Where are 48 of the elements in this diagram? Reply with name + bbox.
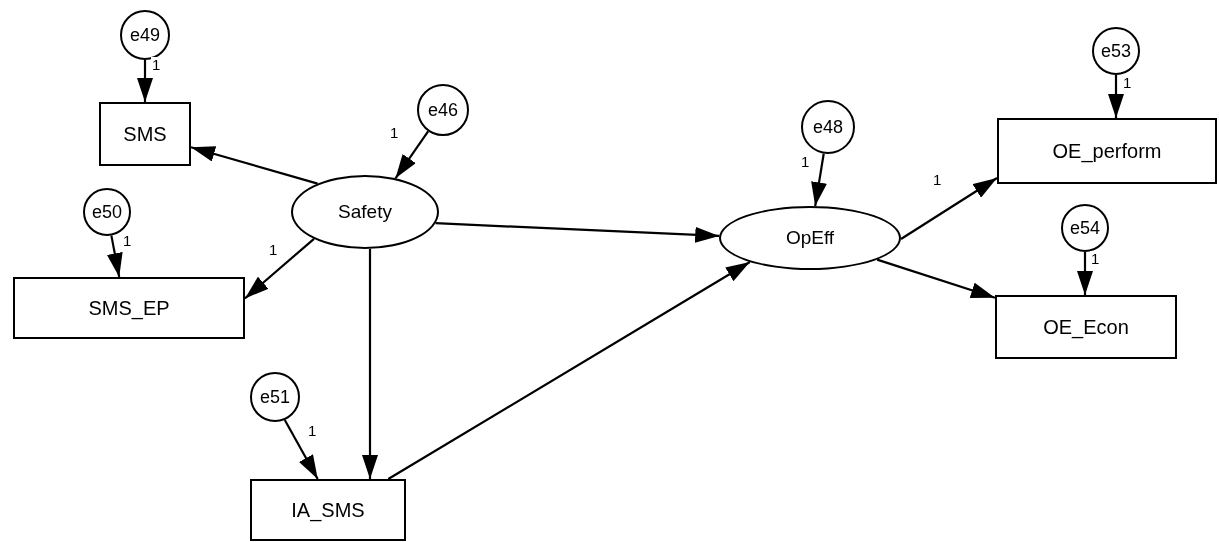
path-arrow — [1077, 252, 1093, 295]
path-arrow — [283, 419, 319, 480]
variable-name: e54 — [1069, 217, 1100, 239]
variable-name: IA_SMS — [291, 498, 365, 522]
path-arrow — [387, 261, 751, 480]
variable-name: Safety — [338, 201, 392, 223]
variable-name: SMS_EP — [88, 296, 170, 320]
variable-name: e49 — [129, 24, 160, 46]
variable-name: e46 — [427, 99, 458, 121]
edge-label: 1 — [122, 233, 133, 248]
path-arrow — [190, 146, 318, 185]
variable-name: SMS — [123, 122, 167, 146]
edge-label: 1 — [800, 154, 811, 169]
error-term-circle — [120, 10, 170, 60]
variable-name: e51 — [259, 386, 290, 408]
error-term-circle — [250, 372, 300, 422]
variable-name: e50 — [91, 201, 122, 223]
edge-label: 1 — [307, 423, 318, 438]
edge-label: 1 — [389, 125, 400, 140]
observed-variable-box — [995, 295, 1177, 359]
variable-name: OE_Econ — [1043, 315, 1129, 339]
error-term-circle — [1092, 27, 1140, 75]
edge-label: 1 — [268, 242, 279, 257]
variable-name: e48 — [812, 116, 843, 138]
error-term-circle — [1061, 204, 1109, 252]
edge-label: 1 — [151, 57, 162, 72]
observed-variable-box — [250, 479, 406, 541]
observed-variable-box — [997, 118, 1217, 184]
error-term-circle — [417, 84, 469, 136]
error-term-circle — [83, 188, 131, 236]
path-arrow — [106, 235, 123, 278]
path-arrow — [435, 222, 720, 243]
edge-label: 1 — [1090, 251, 1101, 266]
edge-label: 1 — [932, 172, 943, 187]
path-arrow — [362, 248, 378, 479]
path-arrow — [876, 258, 996, 299]
error-term-circle — [801, 100, 855, 154]
path-arrow — [244, 237, 315, 300]
path-arrow — [1108, 75, 1124, 118]
edge-label: 1 — [1122, 75, 1133, 90]
variable-name: OE_perform — [1052, 139, 1162, 163]
variable-name: OpEff — [785, 227, 835, 249]
path-arrow — [811, 153, 827, 207]
variable-name: e53 — [1100, 40, 1131, 62]
path-arrow — [900, 177, 998, 240]
observed-variable-box — [13, 277, 245, 339]
path-arrow — [137, 60, 153, 102]
observed-variable-box — [99, 102, 191, 166]
